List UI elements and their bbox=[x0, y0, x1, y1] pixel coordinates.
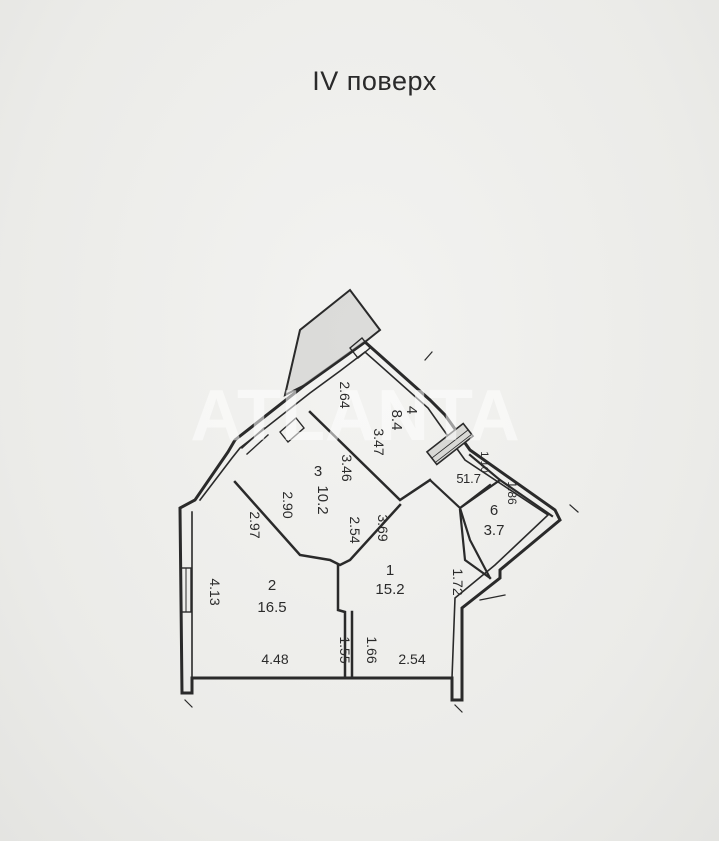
dim-3-46: 3.46 bbox=[339, 454, 355, 481]
room-2-area: 16.5 bbox=[257, 599, 286, 616]
window-upper bbox=[241, 427, 269, 455]
dim-1-55: 1.55 bbox=[337, 636, 353, 663]
floor-label: IV поверх bbox=[312, 66, 437, 96]
balcony bbox=[283, 288, 382, 397]
dim-1-86: 1.86 bbox=[505, 481, 519, 505]
dim-4-48: 4.48 bbox=[261, 651, 288, 667]
outer-wall bbox=[178, 340, 562, 702]
room-5-area: 1.7 bbox=[463, 471, 481, 486]
room-1-number: 1 bbox=[386, 562, 394, 579]
dim-3-47: 3.47 bbox=[371, 428, 387, 455]
door-room4 bbox=[349, 337, 371, 359]
dim-2-64: 2.64 bbox=[337, 381, 353, 408]
dim-1-10: 1.10 bbox=[478, 451, 490, 472]
dim-2-54-mid: 2.54 bbox=[347, 516, 363, 543]
room-4-number: 4 bbox=[403, 406, 420, 414]
partition-3-4 bbox=[308, 410, 432, 502]
dim-1-66: 1.66 bbox=[364, 636, 380, 663]
dim-4-13: 4.13 bbox=[207, 578, 223, 605]
outer-wall-inner bbox=[191, 350, 550, 679]
dim-3-69: 3.69 bbox=[375, 514, 391, 541]
dim-2-54-bottom: 2.54 bbox=[398, 651, 425, 667]
room-1-area: 15.2 bbox=[375, 581, 404, 598]
dim-1-72: 1.72 bbox=[450, 568, 466, 595]
room-3-number: 3 bbox=[314, 463, 322, 480]
room-2-number: 2 bbox=[268, 577, 276, 594]
partition-3-2 bbox=[233, 480, 402, 567]
door-balcony bbox=[279, 416, 305, 444]
room-3-area: 10.2 bbox=[314, 485, 331, 514]
room-6-number: 6 bbox=[490, 502, 498, 519]
partition-2-1 bbox=[336, 563, 354, 680]
partition-room6 bbox=[458, 478, 554, 580]
watermark: ATLANTA bbox=[190, 376, 519, 456]
dim-2-97: 2.97 bbox=[247, 511, 263, 538]
room-6-area: 3.7 bbox=[484, 522, 505, 539]
room-5-number: 5 bbox=[456, 471, 463, 486]
dim-2-90: 2.90 bbox=[280, 491, 296, 518]
room-4-area: 8.4 bbox=[388, 410, 405, 431]
